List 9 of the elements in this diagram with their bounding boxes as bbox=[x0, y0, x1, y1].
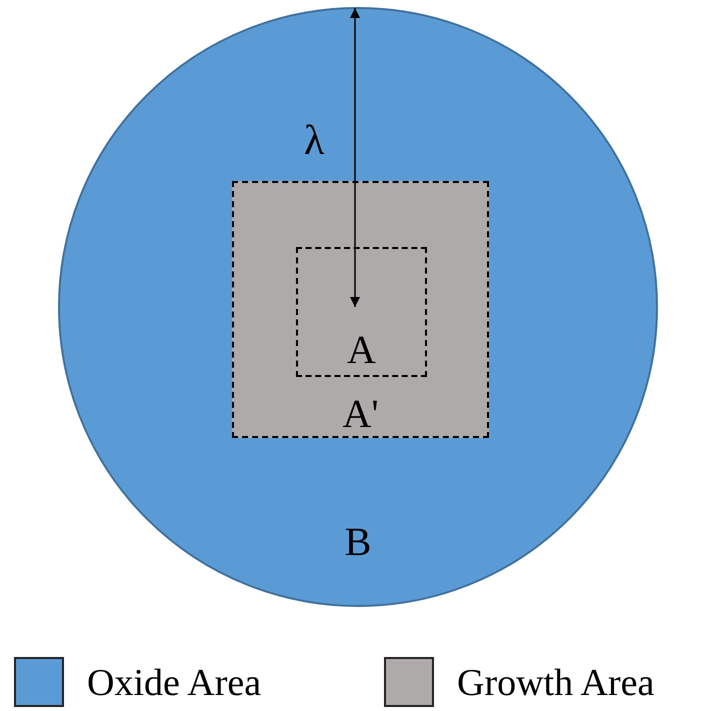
area-label: A bbox=[346, 330, 377, 370]
inner-square bbox=[296, 247, 427, 377]
legend-label: Oxide Area bbox=[87, 664, 262, 702]
growth-area-square bbox=[232, 181, 489, 438]
dimension-label: λ bbox=[304, 120, 324, 162]
area-label: B bbox=[344, 522, 372, 562]
legend-label: Growth Area bbox=[457, 664, 654, 702]
area-label: A' bbox=[341, 394, 380, 434]
arrow bbox=[350, 8, 360, 307]
